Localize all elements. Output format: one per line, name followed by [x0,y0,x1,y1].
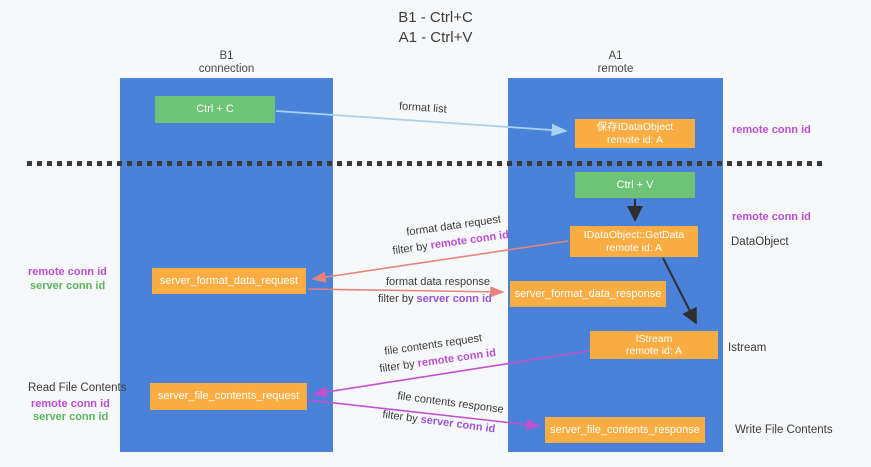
left-format-server-conn-id: server conn id [30,280,106,292]
lane-b1-subtitle: connection [198,63,255,75]
filter-by-text-1: filter by [391,240,429,258]
lane-header-b1: B1 connection [120,50,333,76]
format-data-response-label: format data response [386,276,490,288]
istream-line1: IStream [635,332,673,345]
left-file-remote-conn-id: remote conn id [31,398,110,410]
diagram-title: B1 - Ctrl+C A1 - Ctrl+V [0,8,871,48]
server-format-data-response-box: server_format_data_response [510,281,666,307]
filter-by-server-1: filter by server conn id [378,293,492,305]
filter-by-text-3: filter by [378,358,416,376]
idataobject-getdata-box: IDataObject::GetData remote id: A [570,226,698,257]
save-idataobject-box: 保存IDataObject remote id: A [575,119,695,148]
arrow-format-data-response [307,286,505,298]
server-conn-id-text-1: server conn id [416,293,492,305]
left-format-remote-conn-id: remote conn id [28,266,107,278]
getdata-line2: remote id: A [605,241,663,254]
title-line-1: B1 - Ctrl+C [398,9,473,26]
write-file-contents-label: Write File Contents [735,424,833,436]
server-file-contents-response-label: server_file_contents_response [550,423,700,436]
lane-header-a1: A1 remote [508,50,723,76]
save-idataobject-line2: remote id: A [606,133,664,146]
server-format-data-response-label: server_format_data_response [514,287,662,300]
lane-a1-name: A1 [608,50,623,62]
server-file-contents-request-label: server_file_contents_request [157,390,300,402]
title-line-2: A1 - Ctrl+V [398,29,473,46]
istream-line2: remote id: A [625,345,683,357]
lane-b1-name: B1 [219,50,234,62]
ctrl-v-label: Ctrl + V [616,178,654,191]
left-file-server-conn-id: server conn id [33,411,109,423]
dashed-divider [27,161,822,166]
server-conn-id-text-2: server conn id [419,413,497,436]
filter-by-text-2: filter by [378,293,414,305]
ctrl-v-box: Ctrl + V [575,172,695,198]
server-file-contents-response-box: server_file_contents_response [545,417,705,443]
istream-box: IStream remote id: A [590,331,718,359]
server-format-data-request-box: server_format_data_request [152,268,306,294]
filter-by-text-4: filter by [381,408,419,426]
read-file-contents-label: Read File Contents [28,382,127,394]
dataobject-label: DataObject [731,236,789,248]
istream-side-label: Istream [728,342,767,354]
save-idataobject-line1: 保存IDataObject [596,121,674,133]
right-top-remote-conn-id: remote conn id [732,124,811,136]
lane-a1-subtitle: remote [597,63,634,75]
format-list-label: format list [398,100,448,116]
ctrl-c-box: Ctrl + C [155,96,275,123]
ctrl-c-label: Ctrl + C [196,103,234,115]
server-format-data-request-label: server_format_data_request [159,274,299,287]
getdata-line1: IDataObject::GetData [583,229,685,241]
right-mid-remote-conn-id: remote conn id [732,211,811,223]
server-file-contents-request-box: server_file_contents_request [150,383,307,410]
